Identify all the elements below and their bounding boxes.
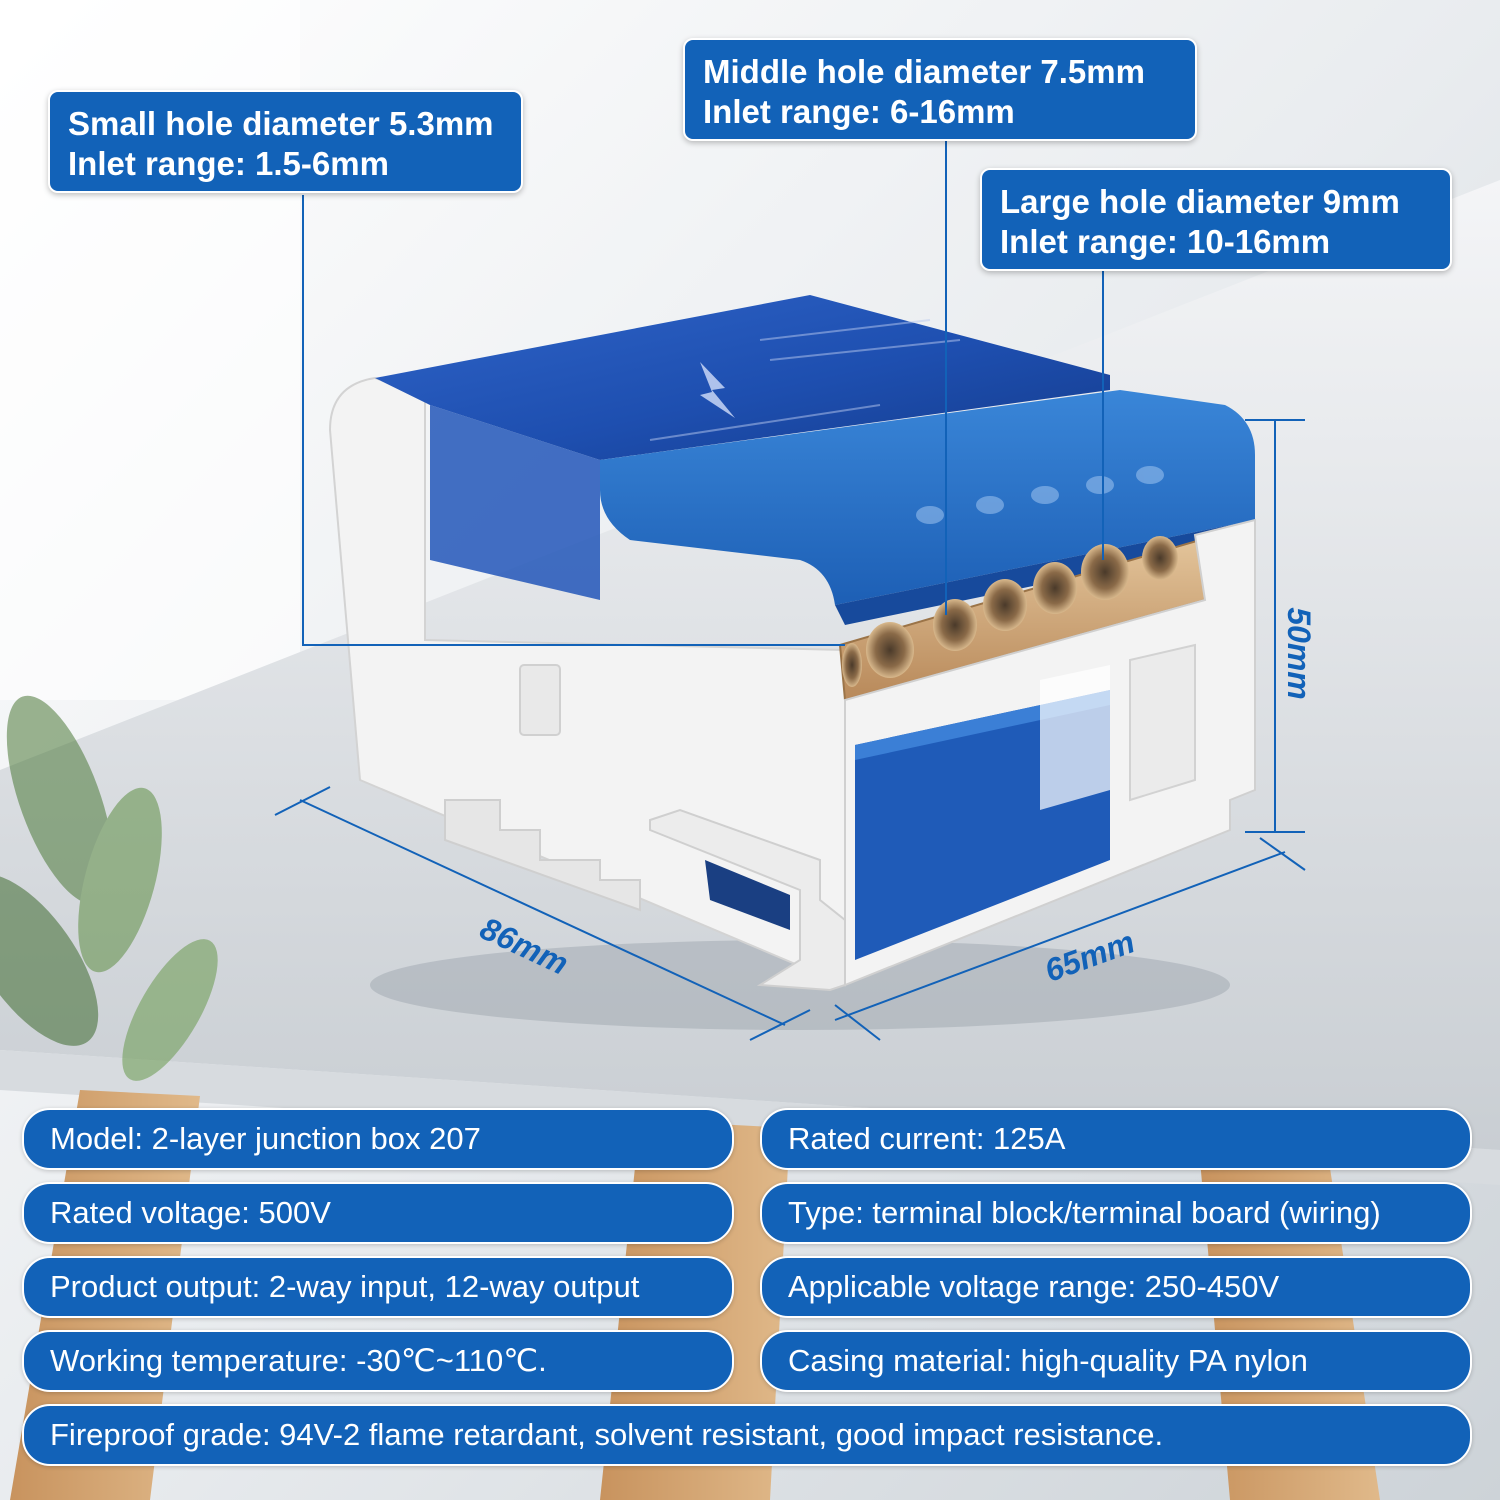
spec-voltage-range: Applicable voltage range: 250-450V — [760, 1256, 1472, 1318]
middle-hole-inlet-range: Inlet range: 6-16mm — [703, 93, 1015, 130]
small-hole-inlet-range: Inlet range: 1.5-6mm — [68, 145, 389, 182]
middle-hole-diameter: Middle hole diameter 7.5mm — [703, 53, 1145, 90]
spec-working-temperature: Working temperature: -30℃~110℃. — [22, 1330, 734, 1392]
spec-product-output: Product output: 2-way input, 12-way outp… — [22, 1256, 734, 1318]
large-hole-diameter: Large hole diameter 9mm — [1000, 183, 1400, 220]
spec-type: Type: terminal block/terminal board (wir… — [760, 1182, 1472, 1244]
small-hole-diameter: Small hole diameter 5.3mm — [68, 105, 494, 142]
height-dimension-label: 50mm — [1280, 607, 1317, 700]
spec-rated-voltage: Rated voltage: 500V — [22, 1182, 734, 1244]
spec-fireproof-grade: Fireproof grade: 94V-2 flame retardant, … — [22, 1404, 1472, 1466]
large-hole-inlet-range: Inlet range: 10-16mm — [1000, 223, 1331, 260]
small-hole-callout: Small hole diameter 5.3mm Inlet range: 1… — [48, 90, 523, 193]
spec-model: Model: 2-layer junction box 207 — [22, 1108, 734, 1170]
spec-casing-material: Casing material: high-quality PA nylon — [760, 1330, 1472, 1392]
large-hole-callout: Large hole diameter 9mm Inlet range: 10-… — [980, 168, 1452, 271]
lightning-bolt-icon — [700, 362, 735, 418]
middle-hole-callout: Middle hole diameter 7.5mm Inlet range: … — [683, 38, 1197, 141]
spec-rated-current: Rated current: 125A — [760, 1108, 1472, 1170]
